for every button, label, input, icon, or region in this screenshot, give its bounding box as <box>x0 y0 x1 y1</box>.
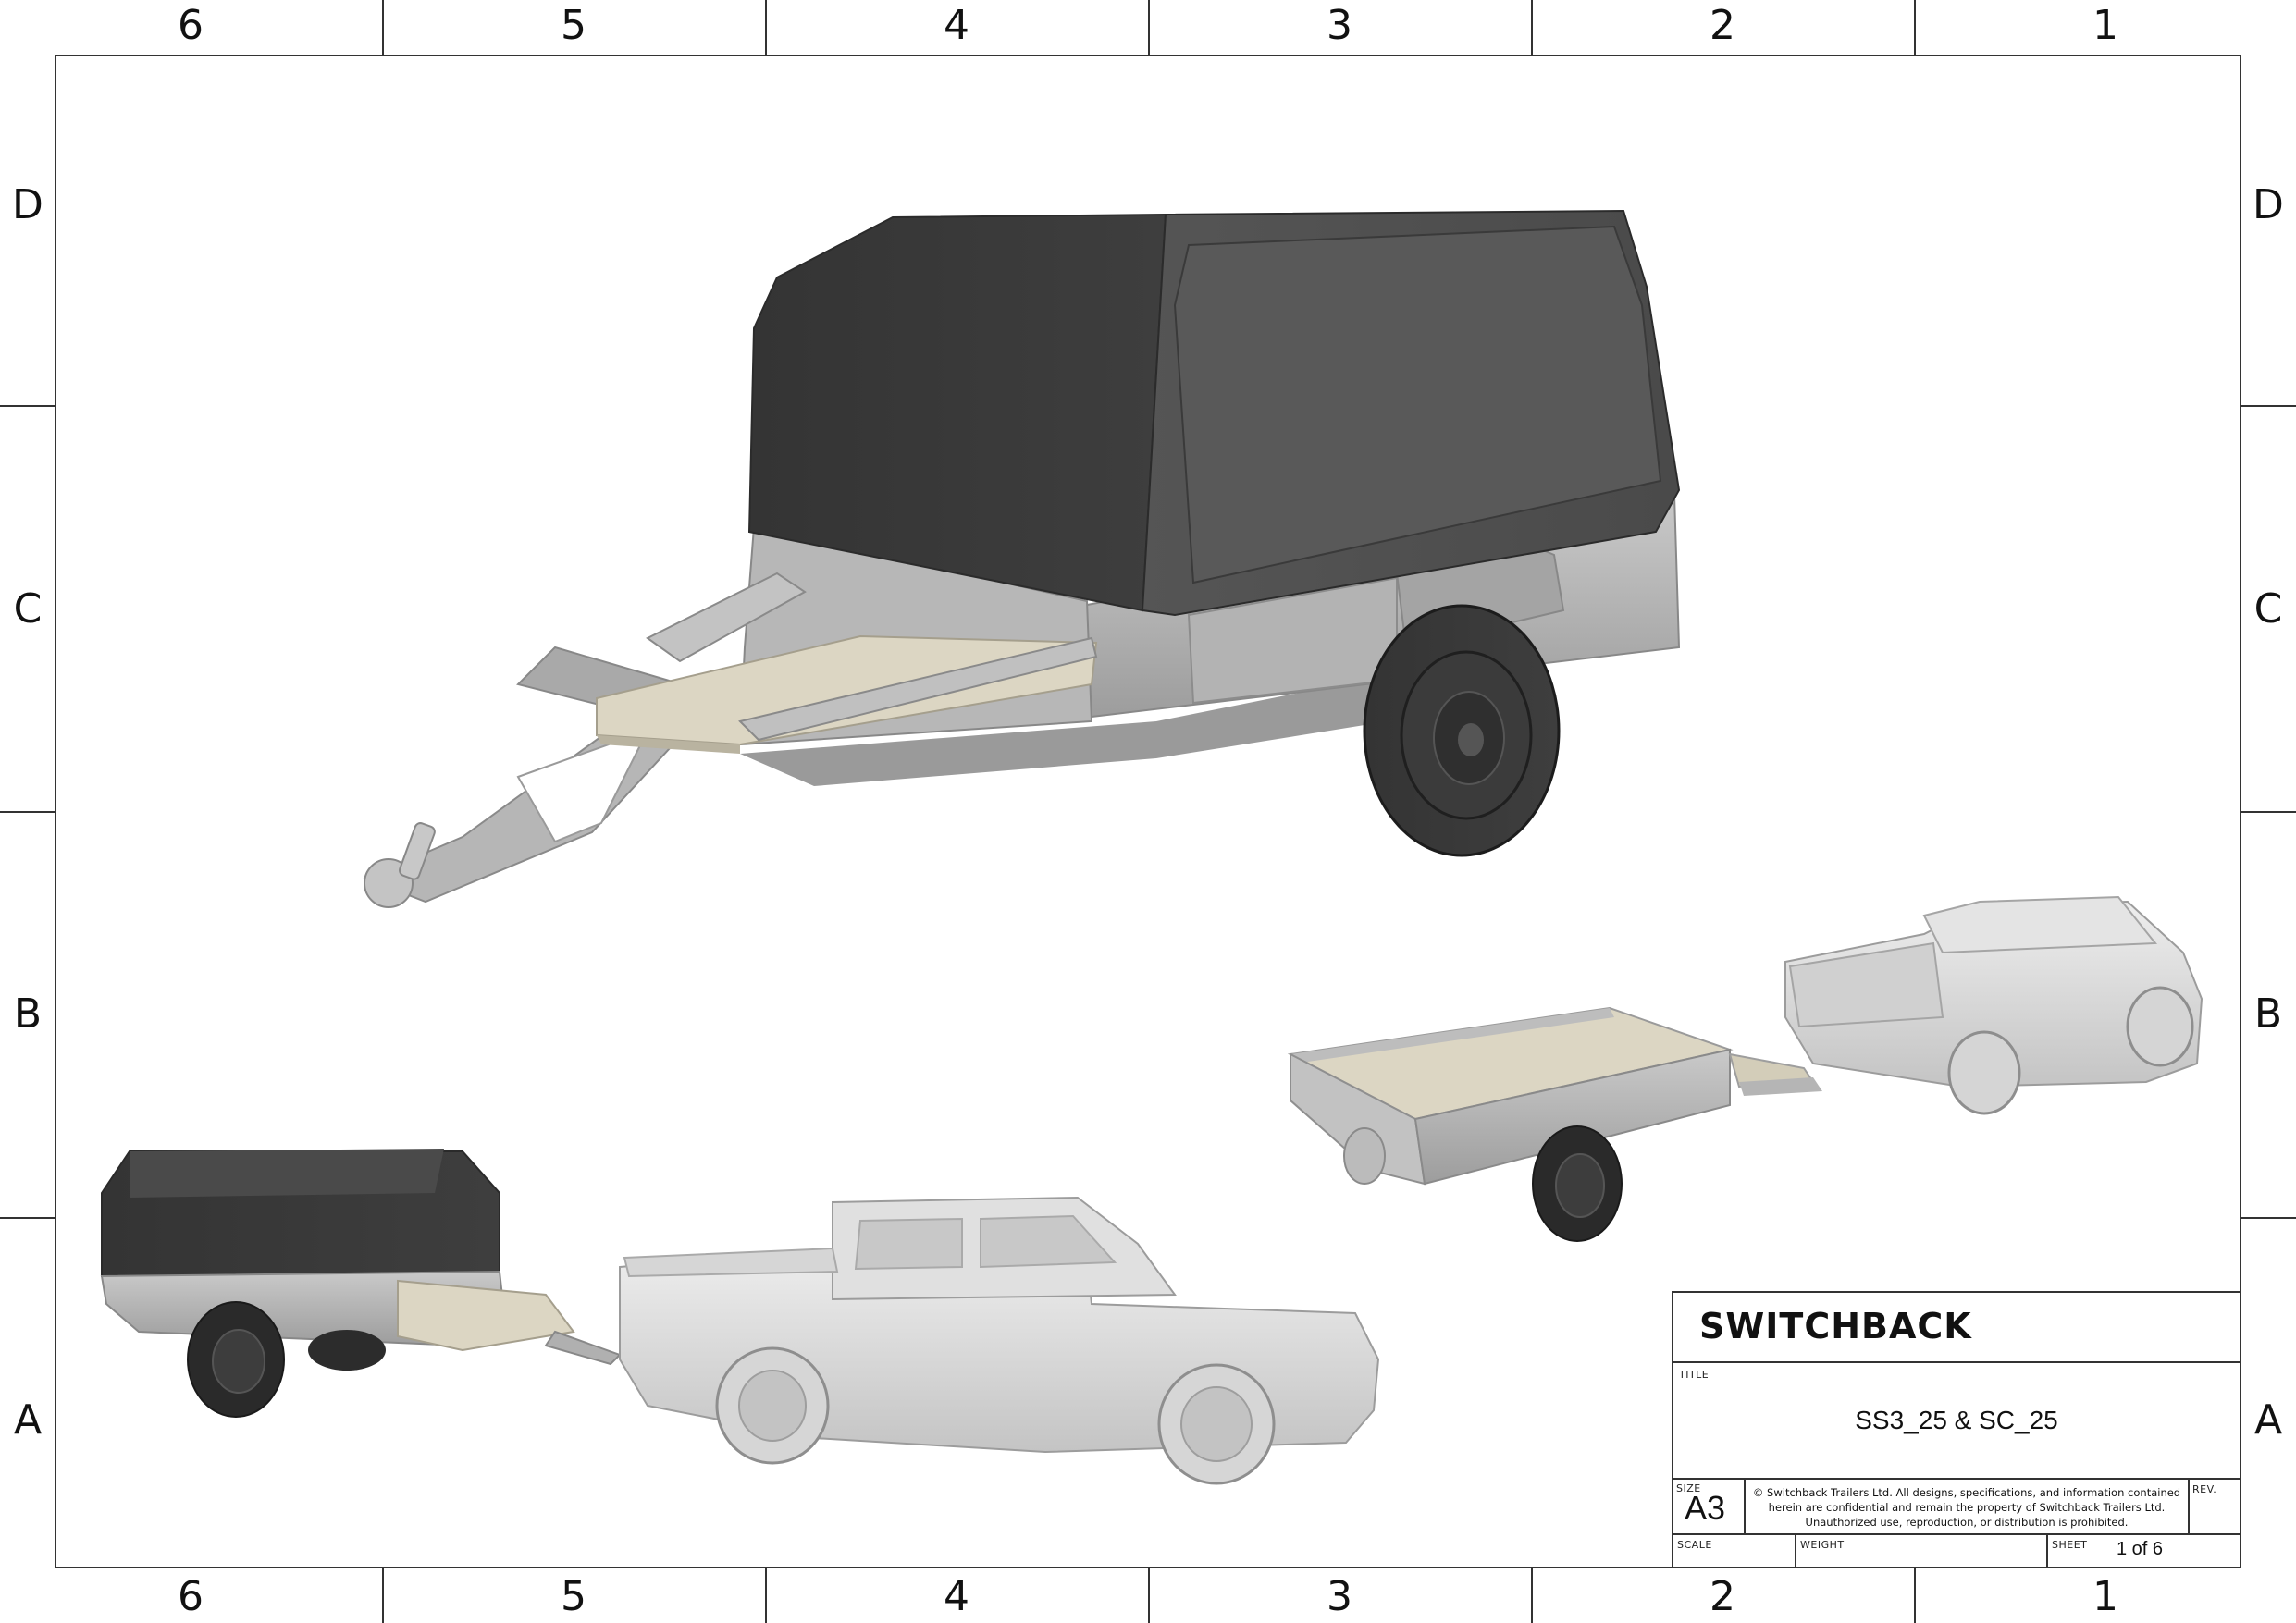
size-value: A3 <box>1685 1489 1726 1527</box>
zone-col-label: 1 <box>2092 1573 2118 1620</box>
zone-row-label: C <box>13 585 43 633</box>
zone-col-label: 1 <box>2092 2 2118 49</box>
confidentiality-notice: © Switchback Trailers Ltd. All designs, … <box>1752 1486 2181 1529</box>
trailer-wheel <box>1363 604 1561 857</box>
zone-tick <box>1148 0 1150 55</box>
zone-row-label: B <box>13 990 43 1038</box>
title-block: SWITCHBACK TITLE SS3_25 & SC_25 SIZE A3 … <box>1672 1291 2241 1568</box>
notice-cell: © Switchback Trailers Ltd. All designs, … <box>1746 1480 2190 1535</box>
zone-tick <box>0 811 55 813</box>
ute-vehicle <box>619 1196 1380 1485</box>
scale-label: SCALE <box>1677 1539 1712 1551</box>
zone-col-label: 5 <box>561 1573 586 1620</box>
weight-cell: WEIGHT <box>1796 1535 2048 1567</box>
size-cell: SIZE A3 <box>1673 1480 1746 1535</box>
zone-tick <box>1531 1568 1533 1623</box>
title-cell: TITLE SS3_25 & SC_25 <box>1673 1363 2240 1480</box>
zone-tick <box>2241 811 2296 813</box>
sheet-label: SHEET <box>2052 1539 2088 1551</box>
size-label: SIZE <box>1676 1482 1701 1494</box>
zone-row-label: D <box>2253 181 2284 228</box>
logo-cell: SWITCHBACK <box>1673 1293 2240 1363</box>
zone-col-label: 3 <box>1327 2 1352 49</box>
zone-tick <box>1914 0 1916 55</box>
zone-col-label: 2 <box>1710 1573 1735 1620</box>
zone-tick <box>2241 1217 2296 1219</box>
zone-tick <box>765 1568 767 1623</box>
sheet-value: 1 of 6 <box>2117 1539 2164 1559</box>
title-label: TITLE <box>1679 1369 1710 1381</box>
zone-tick <box>2241 405 2296 407</box>
drawing-frame <box>55 55 2241 1568</box>
weight-label: WEIGHT <box>1800 1539 1845 1551</box>
switchback-logo: SWITCHBACK <box>1699 1306 1972 1346</box>
zone-tick <box>0 1217 55 1219</box>
zone-tick <box>1148 1568 1150 1623</box>
zone-tick <box>765 0 767 55</box>
zone-tick <box>382 0 384 55</box>
zone-row-label: B <box>2253 990 2283 1038</box>
zone-col-label: 4 <box>944 2 969 49</box>
towed-canopy-view <box>100 1149 1380 1485</box>
towed-flat-trailer-view <box>1287 895 2203 1242</box>
zone-row-label: C <box>2253 585 2283 633</box>
zone-col-label: 2 <box>1710 2 1735 49</box>
trailer-main-view <box>363 209 1681 908</box>
zone-tick <box>1531 0 1533 55</box>
zone-col-label: 3 <box>1327 1573 1352 1620</box>
sheet-cell: SHEET 1 of 6 <box>2048 1535 2240 1567</box>
rev-label: REV. <box>2192 1483 2217 1495</box>
rev-cell: REV. <box>2190 1480 2240 1535</box>
ute-vehicle-rear <box>1784 895 2203 1115</box>
zone-row-label: A <box>2253 1396 2283 1444</box>
zone-col-label: 6 <box>178 2 204 49</box>
scale-cell: SCALE <box>1673 1535 1796 1567</box>
zone-col-label: 5 <box>561 2 586 49</box>
zone-row-label: D <box>12 181 43 228</box>
zone-col-label: 4 <box>944 1573 969 1620</box>
zone-tick <box>0 405 55 407</box>
zone-tick <box>1914 1568 1916 1623</box>
zone-col-label: 6 <box>178 1573 204 1620</box>
zone-tick <box>382 1568 384 1623</box>
zone-row-label: A <box>13 1396 43 1444</box>
drawing-title: SS3_25 & SC_25 <box>1855 1406 2058 1434</box>
